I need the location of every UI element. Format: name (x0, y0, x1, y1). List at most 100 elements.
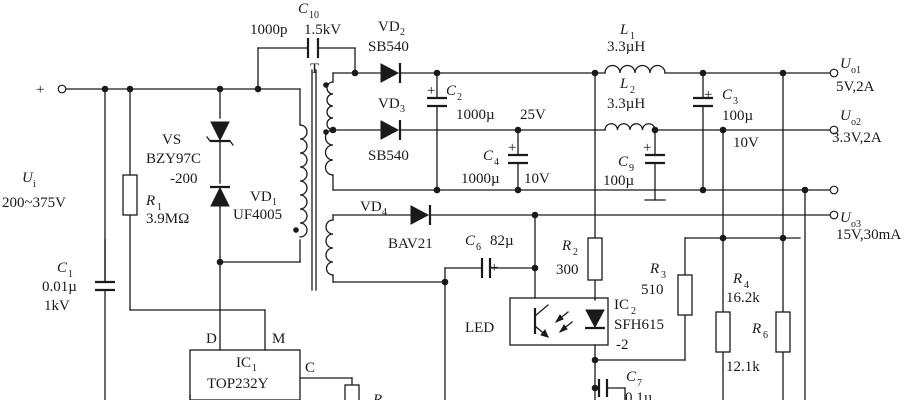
capacitor-c2 (427, 96, 447, 108)
terminals (57, 68, 839, 220)
l1-value: 3.3µH (607, 39, 645, 55)
capacitor-c3 (693, 96, 713, 108)
capacitor-c6 (480, 258, 492, 278)
c3-label: C (722, 87, 733, 103)
ic1-part: TOP232Y (207, 376, 269, 392)
input-plus-terminal (57, 84, 67, 94)
optocoupler-ic2 (509, 297, 609, 346)
ui-range-label: 200~375V (2, 195, 66, 211)
labels: + U i 200~375V C 1 0.01µ 1kV VS BZY97C -… (2, 1, 901, 400)
ic1-pin-d: D (206, 331, 217, 347)
resistor-r1 (122, 174, 138, 216)
resistor-r6 (775, 311, 791, 353)
c7-label: C (626, 369, 637, 385)
vd2-sub: 2 (400, 27, 405, 38)
ic1-pin-m: M (272, 331, 285, 347)
diode-vd2 (380, 63, 402, 83)
junction-dots (101, 69, 809, 392)
ui-label: U (22, 170, 34, 186)
c10-voltage: 1.5kV (304, 22, 341, 38)
uo2-label: U (840, 108, 852, 124)
l1-sub: 1 (630, 31, 635, 42)
l2-label: L (619, 76, 628, 92)
diode-vd4 (410, 205, 432, 225)
vd1-part: UF4005 (233, 207, 282, 223)
r6-label: R (751, 321, 761, 337)
resistor-r4 (715, 311, 731, 353)
c6-sub: 6 (476, 242, 481, 253)
uo3-label: U (840, 210, 852, 226)
r3-sub: 3 (661, 270, 666, 281)
transformer-primary (299, 124, 308, 238)
c3-voltage: 10V (733, 135, 759, 151)
zener-vs (206, 121, 234, 146)
uo3-rating: 15V,30mA (836, 227, 901, 243)
c3-sub: 3 (733, 96, 738, 107)
capacitor-c9 (645, 153, 665, 165)
uo2-terminal (829, 125, 839, 135)
ic1-top232y (189, 349, 301, 400)
r4-sub: 4 (744, 280, 749, 291)
c7-sub: 7 (637, 378, 642, 389)
vd2-label: VD (378, 19, 400, 35)
uo3-terminal (829, 210, 839, 220)
uo2-rating: 3.3V,2A (832, 130, 882, 146)
c4-label: C (483, 148, 494, 164)
ui-sub: i (33, 179, 36, 190)
ic1-sub: 1 (252, 363, 257, 374)
diode-vd3 (380, 120, 402, 140)
uo1-label: U (840, 56, 852, 72)
c2-value: 1000µ (456, 107, 495, 123)
c4-value: 1000µ (461, 171, 500, 187)
r6-value: 12.1k (726, 359, 760, 375)
vd3-sub: 3 (400, 104, 405, 115)
c10-sub: 10 (309, 10, 319, 21)
r4-label: R (732, 271, 742, 287)
l2-value: 3.3µH (607, 96, 645, 112)
ground-terminal (829, 185, 839, 195)
c4-plus: + (508, 140, 516, 156)
vd4-label: VD (360, 199, 382, 215)
capacitor-c10 (306, 38, 320, 58)
r3-label: R (649, 261, 659, 277)
l1-label: L (619, 22, 628, 38)
resistor-r2 (587, 237, 603, 281)
c4-sub: 4 (494, 157, 499, 168)
ic1-pin-c: C (305, 360, 315, 376)
l2-sub: 2 (630, 85, 635, 96)
resistor-partial (344, 384, 360, 400)
c2-sub: 2 (457, 92, 462, 103)
inductor-l2 (604, 123, 656, 131)
c9-plus: + (643, 140, 651, 156)
diode-vd1 (210, 185, 230, 207)
capacitor-c4 (508, 153, 528, 165)
vs-label: VS (162, 132, 181, 148)
vd4-part: BAV21 (388, 236, 433, 252)
uo3-sub: o3 (851, 219, 861, 230)
c10-capacitance: 1000p (250, 22, 288, 38)
r2-value: 300 (556, 262, 579, 278)
capacitor-c1 (93, 239, 117, 292)
transformer-secondary (324, 81, 334, 276)
r6-sub: 6 (763, 330, 768, 341)
inductor-l1 (604, 64, 666, 74)
r3-value: 510 (641, 282, 664, 298)
c9-sub: 9 (629, 163, 634, 174)
vd1-sub: 1 (272, 197, 277, 208)
c9-label: C (618, 154, 629, 170)
r2-sub: 2 (573, 247, 578, 258)
c1-voltage: 1kV (44, 298, 70, 314)
vs-part: BZY97C (146, 151, 201, 167)
vd1-label: VD (250, 189, 272, 205)
c6-label: C (465, 233, 476, 249)
r1-sub: 1 (157, 202, 162, 213)
r1-label: R (145, 193, 155, 209)
led-label: LED (465, 320, 494, 336)
vs-voltage: -200 (170, 171, 198, 187)
resistor-r3 (677, 274, 693, 316)
c1-sub: 1 (68, 269, 73, 280)
c1-label: C (57, 260, 68, 276)
c3-plus: + (704, 87, 712, 103)
